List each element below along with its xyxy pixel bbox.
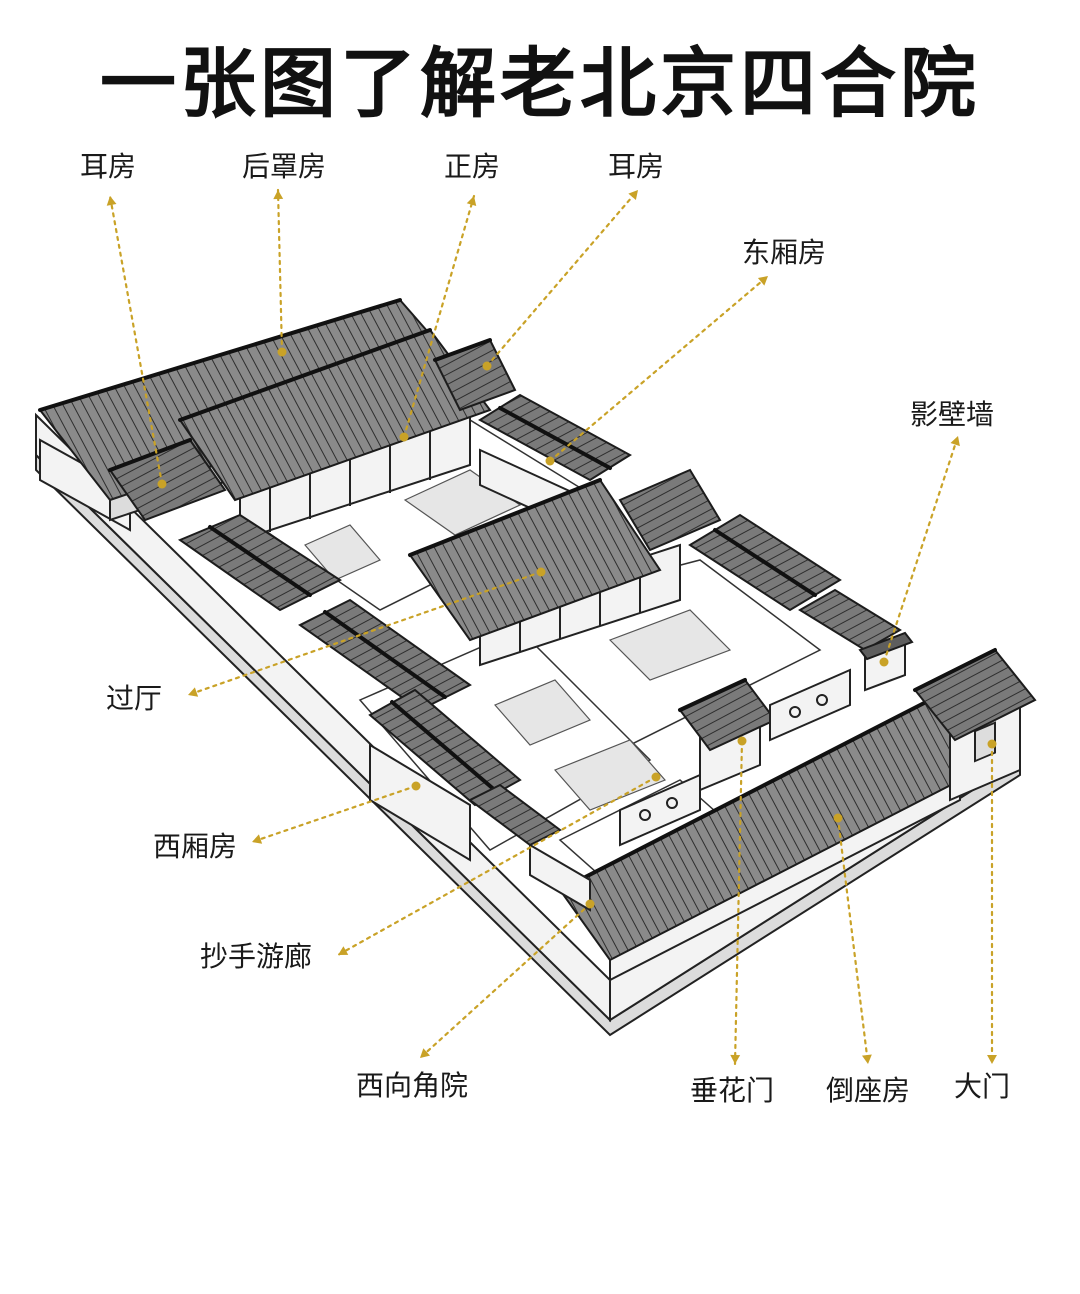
arrowhead-hou-zhao-fang <box>273 190 284 200</box>
label-er-fang-west: 耳房 <box>80 150 136 183</box>
label-da-men: 大门 <box>954 1070 1010 1103</box>
arrowhead-chao-shou-you-lang <box>338 946 349 955</box>
label-xi-xiang-fang: 西厢房 <box>153 830 237 863</box>
leader-xi-xiang-jiao-yuan <box>418 902 592 1060</box>
leader-dong-xiang-fang <box>548 274 770 463</box>
leader-dot-ying-bi-qiang <box>879 657 889 667</box>
label-chao-shou-you-lang: 抄手游廊 <box>200 940 312 973</box>
leader-dao-zuo-fang <box>836 816 870 1066</box>
arrowhead-dao-zuo-fang <box>861 1054 872 1064</box>
leader-dot-chui-hua-men <box>737 736 747 746</box>
west-wing-building <box>298 598 522 862</box>
leader-er-fang-west <box>108 194 164 486</box>
transit-hall-building <box>408 468 722 667</box>
leader-dot-dong-xiang-fang <box>545 456 555 466</box>
south-row-building <box>558 698 982 982</box>
leader-zheng-fang <box>402 194 476 439</box>
leader-dot-chao-shou-you-lang <box>651 772 661 782</box>
label-dao-zuo-fang: 倒座房 <box>826 1074 910 1107</box>
leader-dot-da-men <box>987 739 997 749</box>
main-gate-building <box>913 648 1037 802</box>
label-xi-xiang-jiao-yuan: 西向角院 <box>356 1069 468 1102</box>
leader-guo-ting <box>186 570 543 697</box>
arrowhead-ying-bi-qiang <box>950 436 960 447</box>
label-dong-xiang-fang: 东厢房 <box>742 236 826 269</box>
corner-courtyard-walls <box>529 843 591 912</box>
leader-dot-xi-xiang-fang <box>411 781 421 791</box>
leader-ying-bi-qiang <box>882 434 960 664</box>
label-zheng-fang: 正房 <box>444 150 500 183</box>
leader-lines <box>106 188 997 1066</box>
label-chui-hua-men: 垂花门 <box>690 1074 774 1107</box>
arrowhead-dong-xiang-fang <box>757 276 768 286</box>
festoon-gate <box>678 668 851 792</box>
arrowhead-guo-ting <box>188 687 199 697</box>
label-hou-zhao-fang: 后罩房 <box>242 150 326 183</box>
leader-chui-hua-men <box>733 739 744 1066</box>
arrowhead-chui-hua-men <box>730 1054 741 1064</box>
arrowhead-xi-xiang-jiao-yuan <box>420 1048 430 1058</box>
west-er-fang-building <box>108 438 227 522</box>
leader-dot-hou-zhao-fang <box>277 347 287 357</box>
leader-hou-zhao-fang <box>276 188 284 354</box>
covered-corridor <box>468 773 701 847</box>
labels: 耳房 后罩房 正房 耳房 东厢房 影壁墙 过厅 西厢房 抄手游廊 西向角院 垂花… <box>80 150 1010 1107</box>
leader-dot-zheng-fang <box>399 432 409 442</box>
arrowhead-er-fang-east <box>628 190 638 201</box>
leader-dot-er-fang-east <box>482 361 492 371</box>
west-side-building <box>177 513 343 612</box>
label-er-fang-east: 耳房 <box>608 150 664 183</box>
label-ying-bi-qiang: 影壁墙 <box>910 398 994 431</box>
east-side-buildings <box>688 513 902 652</box>
leader-er-fang-east <box>485 188 640 368</box>
page-title: 一张图了解老北京四合院 <box>100 39 980 128</box>
leader-dot-xi-xiang-jiao-yuan <box>585 899 595 909</box>
leader-dot-dao-zuo-fang <box>833 813 843 823</box>
leader-dot-guo-ting <box>536 567 546 577</box>
arrowhead-xi-xiang-fang <box>252 834 263 844</box>
arrowhead-zheng-fang <box>466 196 477 207</box>
leader-xi-xiang-fang <box>250 784 418 844</box>
leader-dot-er-fang-west <box>157 479 167 489</box>
arrowhead-er-fang-west <box>106 196 117 206</box>
arrowhead-da-men <box>987 1055 997 1064</box>
leader-chao-shou-you-lang <box>336 775 658 957</box>
label-guo-ting: 过厅 <box>106 682 162 715</box>
